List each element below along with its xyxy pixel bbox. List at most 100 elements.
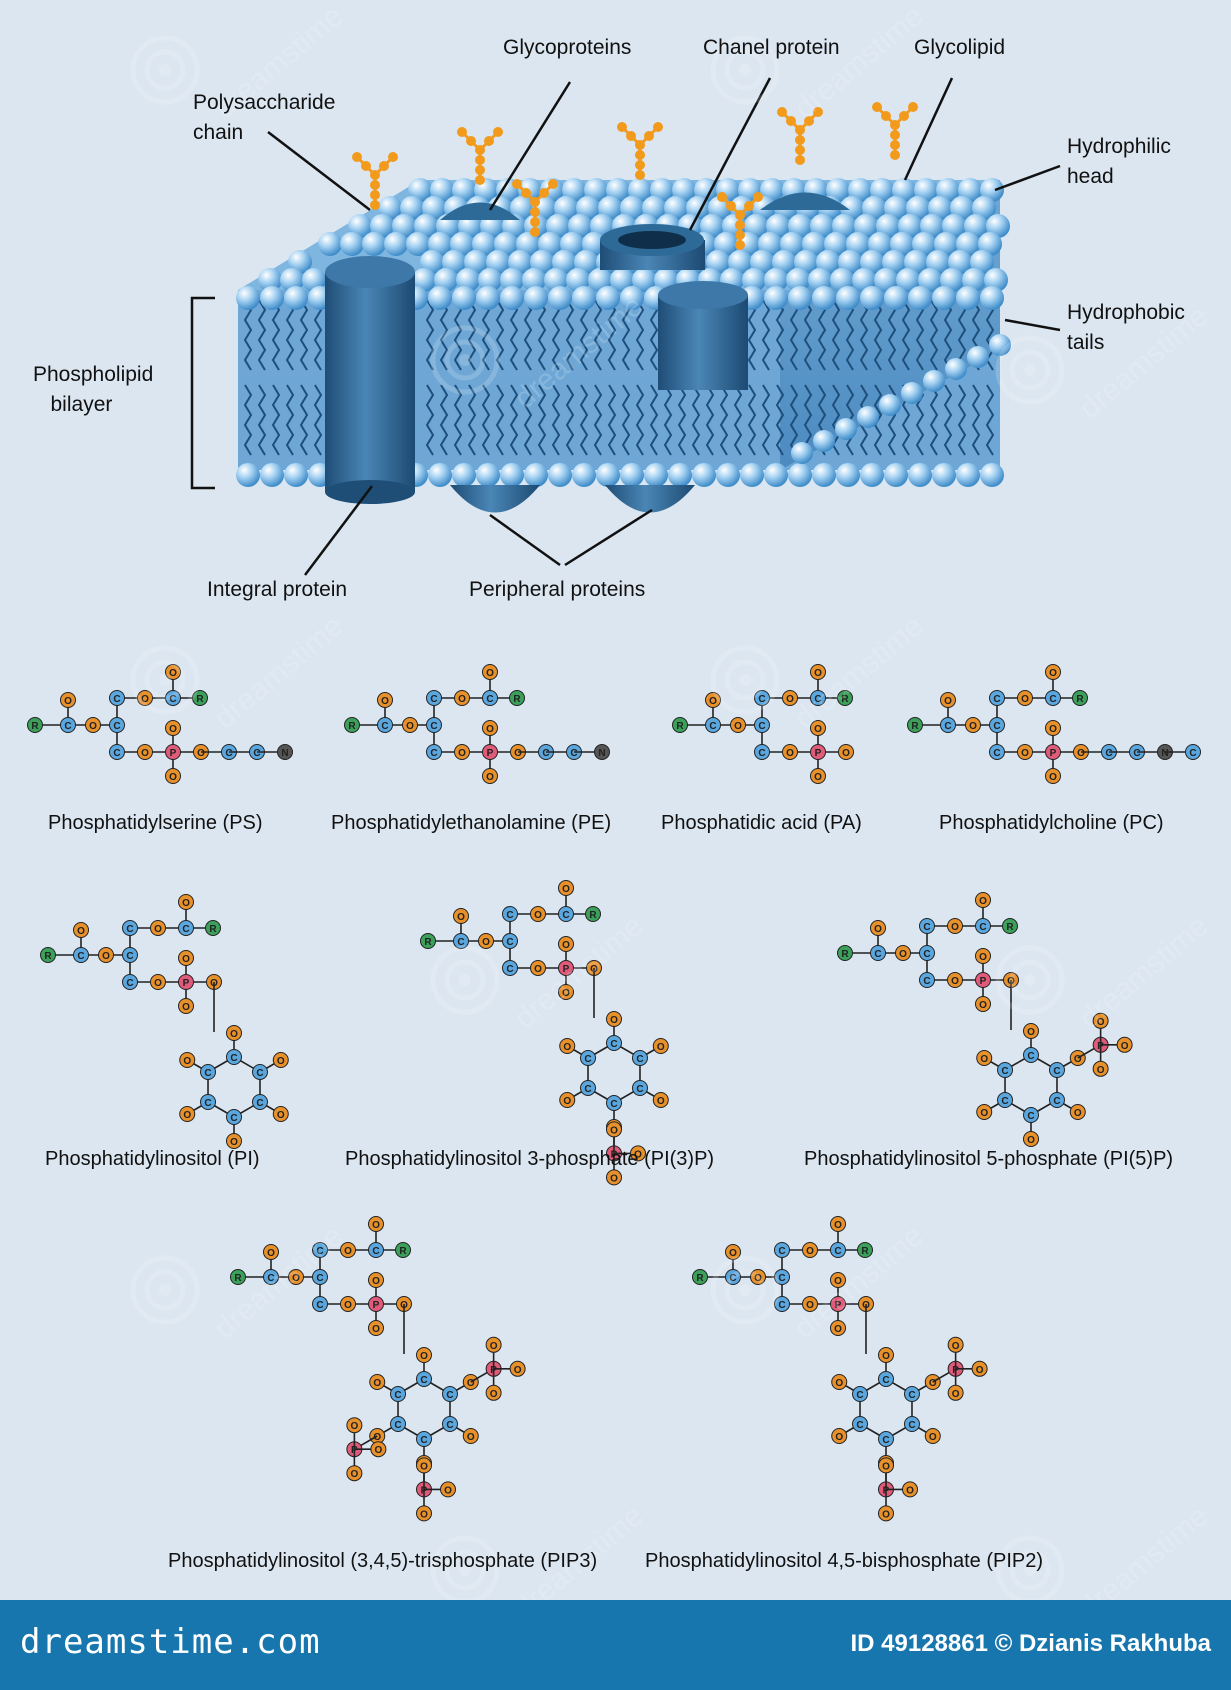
- svg-text:dreamstime: dreamstime: [208, 609, 349, 735]
- head-bead: [544, 268, 568, 292]
- svg-text:C: C: [225, 748, 232, 759]
- svg-text:C: C: [457, 937, 464, 948]
- atom-C: C: [426, 690, 442, 706]
- svg-text:C: C: [113, 748, 120, 759]
- atom-C: C: [368, 1242, 384, 1258]
- head-bead: [362, 232, 386, 256]
- head-bead: [836, 286, 860, 310]
- label-glycolipid: Glycolipid: [914, 36, 1006, 59]
- atom-C: C: [178, 920, 194, 936]
- svg-text:O: O: [709, 696, 717, 707]
- tail-zigzag: [607, 299, 617, 456]
- head-bead: [890, 232, 914, 256]
- head-bead: [236, 286, 260, 310]
- head-bead: [714, 232, 738, 256]
- head-bead: [572, 463, 596, 487]
- svg-text:O: O: [350, 1421, 358, 1432]
- sugar-bead: [466, 136, 476, 146]
- head-bead: [620, 196, 644, 220]
- atom-O: O: [976, 1050, 993, 1066]
- svg-text:R: R: [589, 910, 597, 921]
- head-bead: [606, 178, 630, 202]
- svg-text:O: O: [1097, 1065, 1105, 1076]
- sugar-bead: [753, 192, 763, 202]
- head-bead: [788, 463, 812, 487]
- svg-text:C: C: [230, 1113, 237, 1124]
- atom-O: O: [1045, 720, 1061, 736]
- head-bead: [524, 463, 548, 487]
- atom-O: O: [947, 1336, 964, 1353]
- head-bead: [876, 214, 900, 238]
- svg-text:C: C: [430, 721, 437, 732]
- svg-text:R: R: [1076, 694, 1084, 705]
- sugar-bead: [908, 102, 918, 112]
- svg-text:C: C: [610, 1039, 617, 1050]
- head-bead: [260, 286, 284, 310]
- tail-zigzag: [565, 299, 575, 456]
- image-credit: ID 49128861 © Dzianis Rakhuba: [850, 1630, 1211, 1657]
- svg-text:O: O: [372, 1276, 380, 1287]
- atom-C: C: [502, 960, 518, 976]
- svg-text:O: O: [486, 668, 494, 679]
- sugar-bead: [475, 175, 485, 185]
- tail-zigzag: [271, 299, 281, 456]
- head-bead: [857, 406, 879, 428]
- svg-text:O: O: [486, 724, 494, 735]
- atom-O: O: [559, 1038, 576, 1054]
- svg-text:O: O: [929, 1378, 937, 1389]
- svg-text:R: R: [1006, 922, 1014, 933]
- atom-O: O: [810, 720, 826, 736]
- atom-C: C: [122, 920, 138, 936]
- svg-text:C: C: [77, 951, 84, 962]
- atom-R: R: [205, 920, 221, 936]
- sugar-bead: [890, 130, 900, 140]
- head-bead: [918, 268, 942, 292]
- sugar-bead: [626, 131, 636, 141]
- head-bead: [476, 286, 500, 310]
- atom-C: C: [441, 1386, 458, 1402]
- watermark-spiral: dreamstime: [995, 909, 1215, 1035]
- head-bead: [868, 232, 892, 256]
- svg-text:C: C: [256, 1068, 263, 1079]
- svg-text:O: O: [906, 1485, 914, 1496]
- glycoprotein-dome-right: [760, 192, 850, 210]
- atom-P: P: [975, 972, 991, 988]
- atom-O: O: [810, 768, 826, 784]
- atom-R: R: [40, 947, 56, 963]
- svg-text:P: P: [1050, 748, 1057, 759]
- atom-O: O: [782, 744, 798, 760]
- head-bead: [760, 178, 784, 202]
- svg-text:C: C: [908, 1420, 915, 1431]
- atom-C: C: [919, 972, 935, 988]
- svg-text:O: O: [976, 1365, 984, 1376]
- svg-text:C: C: [316, 1300, 323, 1311]
- tail-zigzag: [523, 299, 533, 456]
- svg-text:O: O: [610, 1173, 618, 1184]
- svg-text:O: O: [77, 926, 85, 937]
- atom-O: O: [226, 1025, 242, 1041]
- head-bead: [901, 382, 923, 404]
- svg-text:O: O: [344, 1246, 352, 1257]
- atom-C: C: [878, 1371, 894, 1387]
- sugar-bead: [475, 155, 485, 165]
- atom-C: C: [919, 945, 935, 961]
- svg-text:C: C: [486, 694, 493, 705]
- svg-text:O: O: [834, 1324, 842, 1335]
- head-bead: [706, 250, 730, 274]
- svg-text:C: C: [778, 1300, 785, 1311]
- atom-R: R: [672, 717, 688, 733]
- atom-O: O: [1017, 690, 1033, 706]
- atom-R: R: [509, 690, 525, 706]
- head-bead: [552, 250, 576, 274]
- head-bead: [414, 214, 438, 238]
- atom-C: C: [60, 717, 76, 733]
- svg-text:C: C: [709, 721, 716, 732]
- sugar-bead: [370, 200, 380, 210]
- head-bead: [464, 250, 488, 274]
- svg-text:O: O: [882, 1461, 890, 1472]
- caption-pip2: Phosphatidylinositol 4,5-bisphosphate (P…: [645, 1550, 1044, 1572]
- svg-text:O: O: [534, 910, 542, 921]
- atom-O: O: [830, 1216, 846, 1232]
- head-bead: [348, 214, 372, 238]
